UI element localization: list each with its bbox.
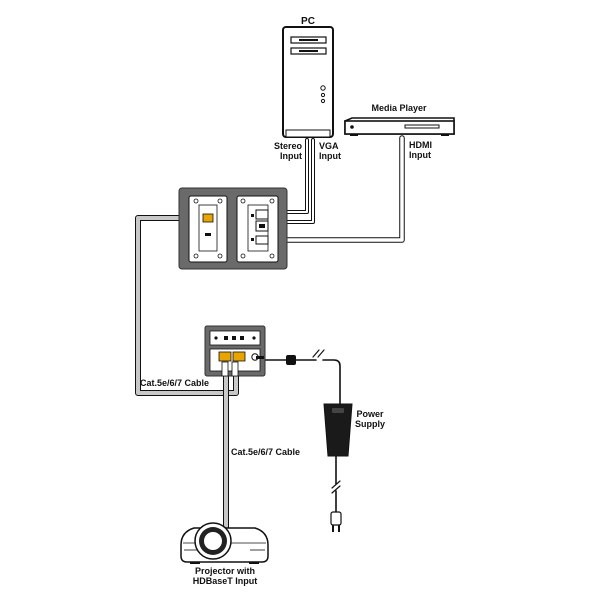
power-supply-label-line2: Supply bbox=[355, 419, 385, 429]
stereo-input-label-line2: Input bbox=[280, 151, 302, 161]
power-supply-label: Power bbox=[356, 409, 384, 419]
cables bbox=[135, 135, 405, 533]
projector-label-line2: HDBaseT Input bbox=[193, 576, 258, 586]
projector-icon bbox=[180, 522, 269, 564]
hdbaset-receiver-icon bbox=[204, 325, 266, 377]
vga-input-label: VGA bbox=[319, 141, 339, 151]
ac-plug-icon bbox=[330, 511, 342, 532]
vga-input-label-line2: Input bbox=[319, 151, 341, 161]
media-player-icon bbox=[344, 117, 455, 136]
cat-cable-label-2: Cat.5e/6/7 Cable bbox=[231, 447, 300, 457]
stereo-input-label: Stereo bbox=[274, 141, 303, 151]
hdmi-input-label: HDMI bbox=[409, 140, 432, 150]
projector-label: Projector with bbox=[195, 566, 255, 576]
hdmi-input-label-line2: Input bbox=[409, 150, 431, 160]
media-player-label: Media Player bbox=[371, 103, 427, 113]
dc-plug bbox=[256, 356, 264, 359]
pc-label: PC bbox=[301, 16, 315, 27]
ferrite-core bbox=[286, 355, 296, 365]
pc-tower-icon bbox=[282, 26, 334, 138]
cat-cable-label-1: Cat.5e/6/7 Cable bbox=[140, 378, 209, 388]
power-adapter-icon bbox=[323, 403, 353, 457]
wallplate-transmitter-icon bbox=[178, 187, 288, 270]
